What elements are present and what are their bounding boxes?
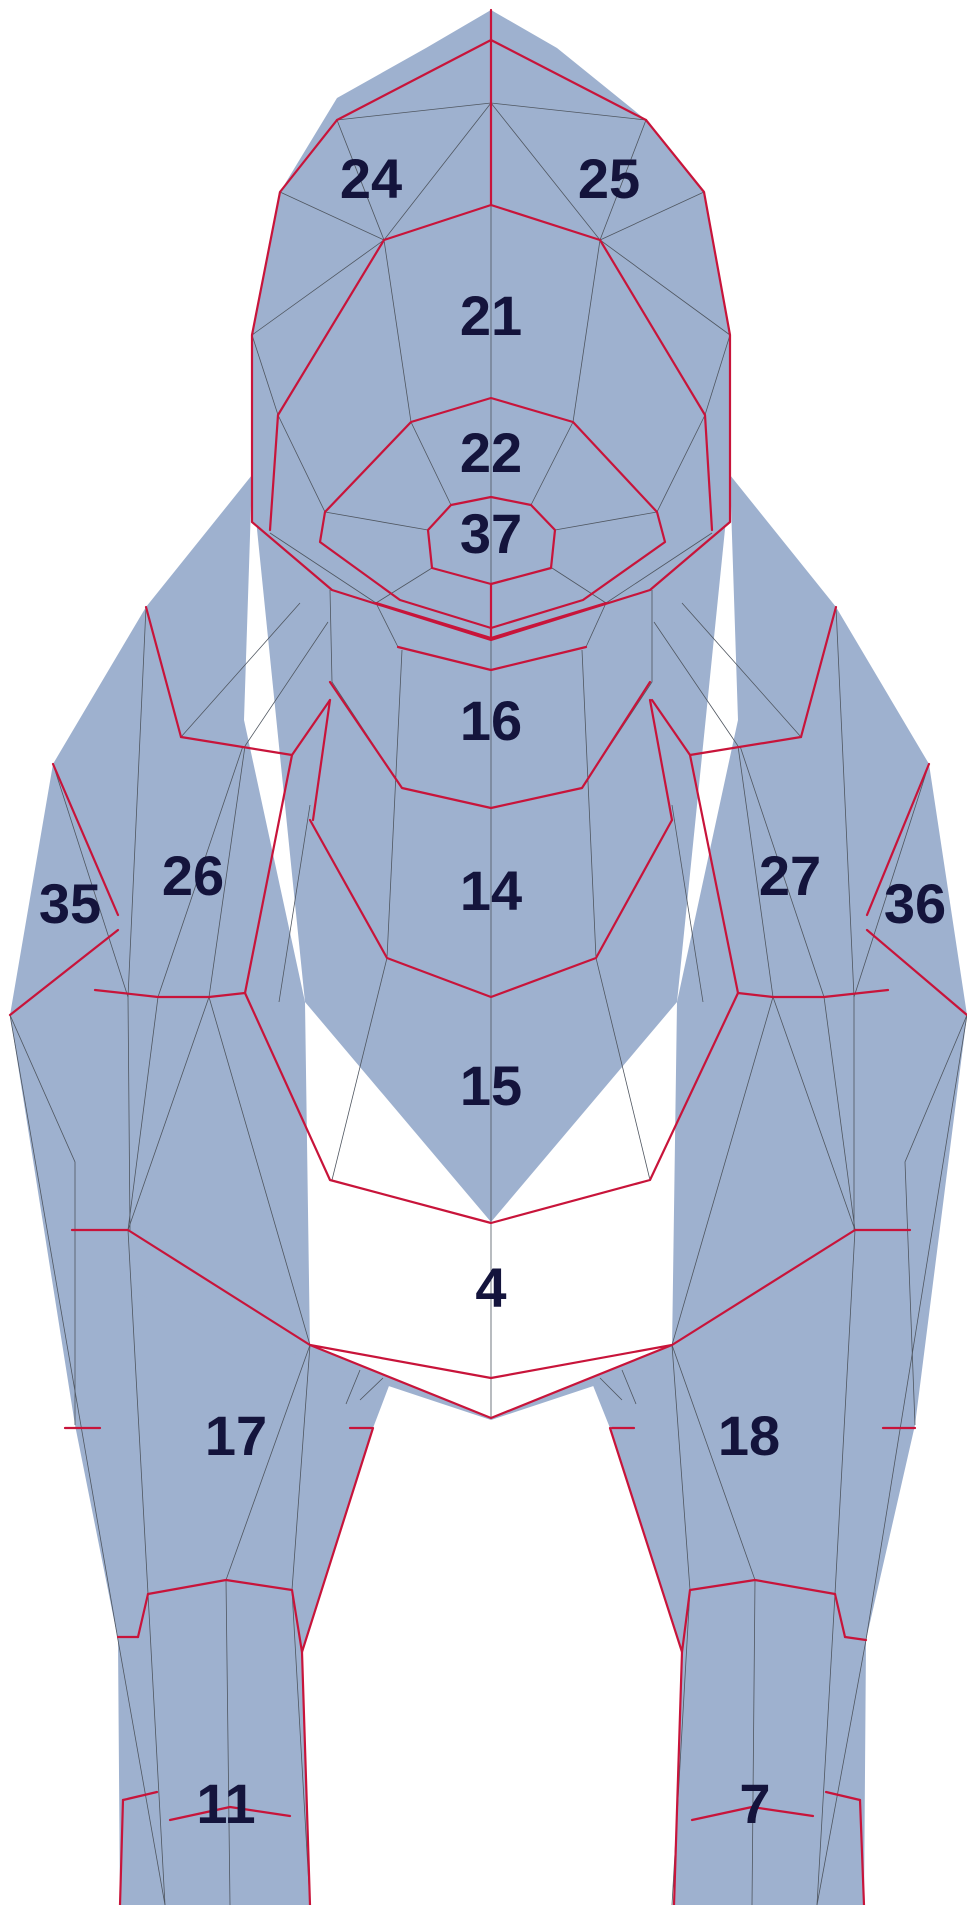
region-label-15: 15 — [460, 1054, 522, 1117]
region-label-25: 25 — [578, 147, 640, 210]
region-label-36: 36 — [884, 872, 946, 935]
region-label-7: 7 — [739, 1772, 770, 1835]
region-label-21: 21 — [460, 284, 522, 347]
region-label-17: 17 — [205, 1404, 267, 1467]
region-label-11: 11 — [196, 1772, 255, 1835]
region-label-35: 35 — [39, 872, 101, 935]
region-label-22: 22 — [460, 421, 522, 484]
region-label-14: 14 — [460, 859, 522, 922]
region-label-4: 4 — [475, 1256, 506, 1319]
region-label-18: 18 — [718, 1404, 780, 1467]
region-label-37: 37 — [460, 502, 522, 565]
region-label-27: 27 — [759, 844, 821, 907]
region-label-26: 26 — [162, 844, 224, 907]
region-label-24: 24 — [340, 147, 402, 210]
region-label-16: 16 — [460, 689, 522, 752]
